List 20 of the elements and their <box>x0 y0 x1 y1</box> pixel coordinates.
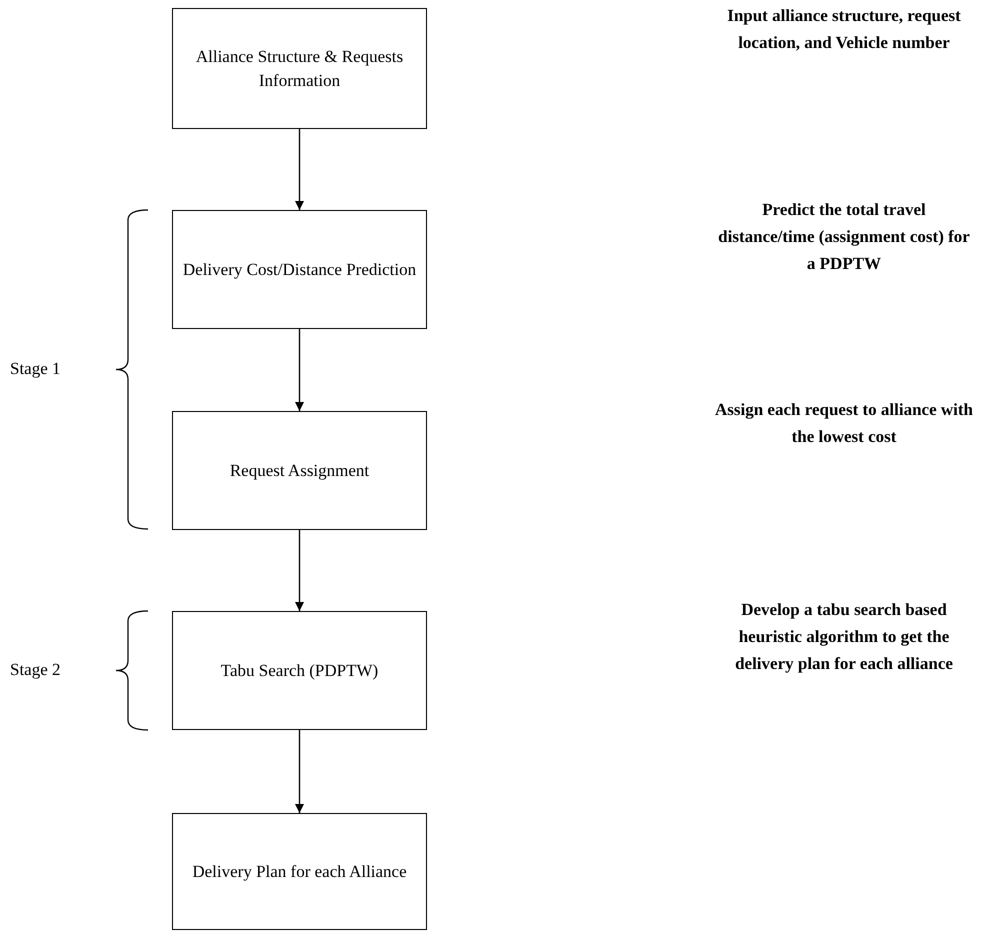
process-box <box>172 813 427 930</box>
description-text: Assign each request to alliance with the lowest cost <box>714 399 974 448</box>
stage-label: Stage 2 <box>10 659 61 681</box>
process-box <box>172 210 427 329</box>
box-label: Tabu Search (PDPTW) <box>220 660 378 682</box>
process-box <box>172 8 427 129</box>
description-text: Input alliance structure, request location, and Vehicle number <box>726 5 962 54</box>
arrow <box>295 129 304 210</box>
description-text: Predict the total travel distance/time (assignment cost) for a PDPTW <box>717 199 971 276</box>
box-label: Request Assignment <box>230 460 370 482</box>
arrow <box>295 329 304 411</box>
box-label: Delivery Plan for each Alliance <box>192 860 407 883</box>
description-text: Develop a tabu search based heuristic algorithm to get the delivery plan for each alliance <box>734 599 954 676</box>
box-label: Alliance Structure & Requests Information <box>194 46 404 92</box>
stage-label: Stage 1 <box>10 358 61 380</box>
box-label: Delivery Cost/Distance Prediction <box>182 258 416 281</box>
arrow <box>295 730 304 813</box>
process-box <box>172 611 427 730</box>
process-box <box>172 411 427 530</box>
arrow <box>295 530 304 611</box>
